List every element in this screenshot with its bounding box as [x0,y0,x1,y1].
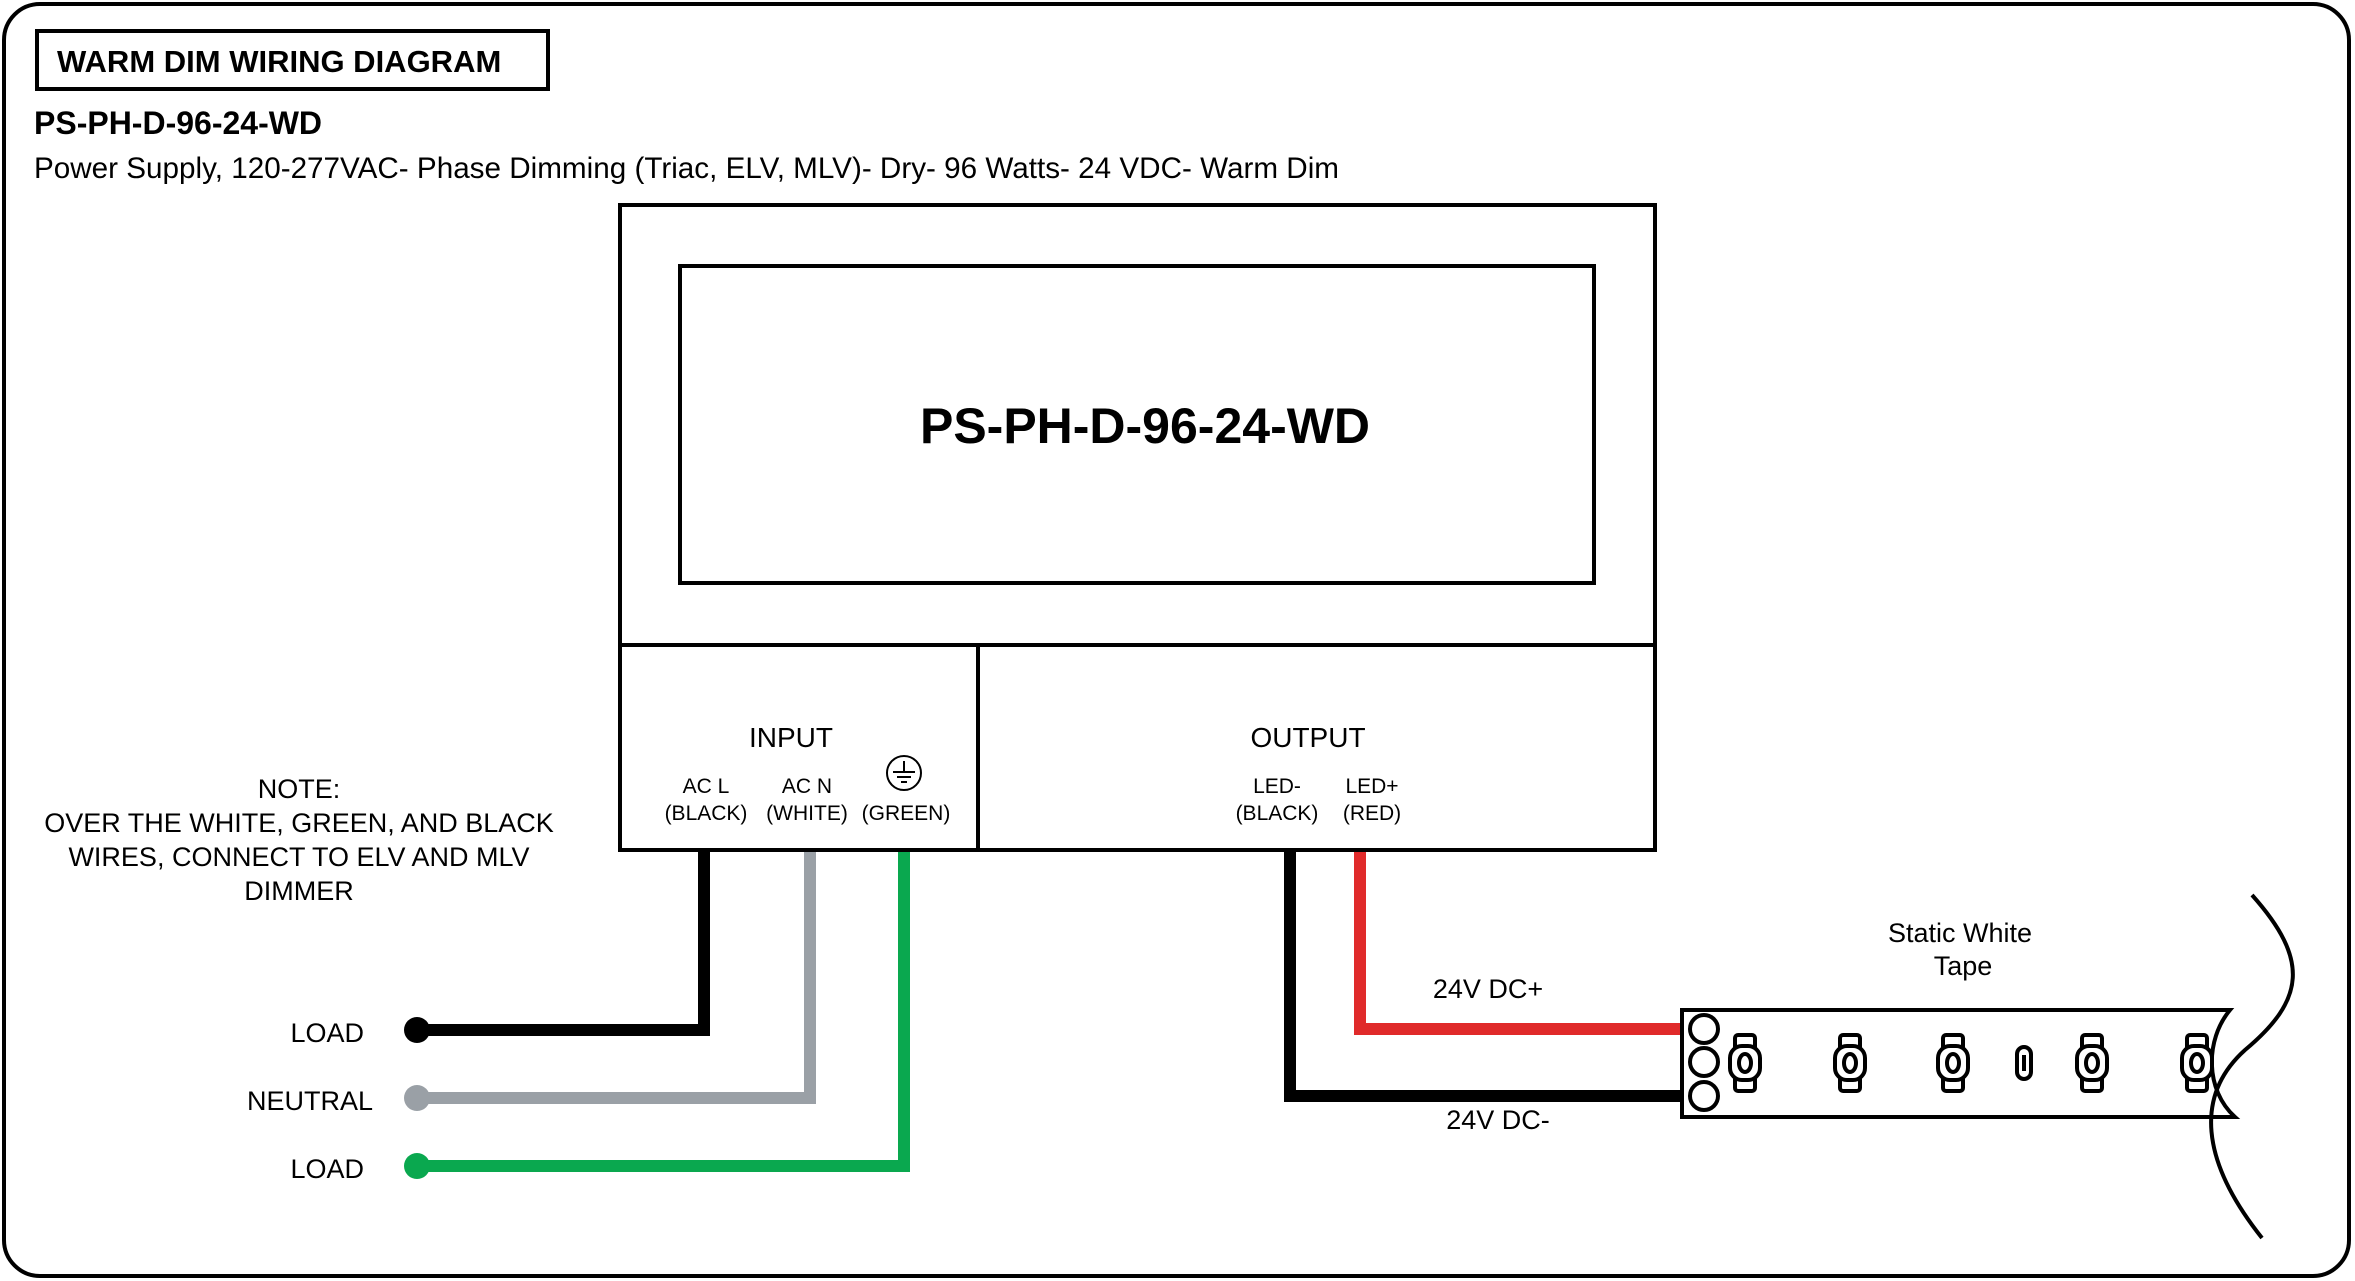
led-chip [2075,1033,2109,1093]
led-chips [1728,1033,2214,1093]
label-panel [678,264,1596,585]
note-line-4: DIMMER [244,876,354,906]
input-title: INPUT [749,722,833,753]
resistor [2015,1045,2033,1081]
note-line-2: OVER THE WHITE, GREEN, AND BLACK [44,808,554,838]
wire-end-load-black [404,1017,430,1043]
wire-label-load-2: LOAD [290,1154,364,1184]
wire-end-load-green [404,1153,430,1179]
led-chip [2180,1033,2214,1093]
connector-pad [1688,1080,1720,1112]
tape-cut-wave [2209,893,2295,1240]
wire-dc-positive [1354,852,1686,1035]
dc-negative-label: 24V DC- [1446,1105,1550,1135]
input-terminal-ground-color: (GREEN) [862,802,951,825]
led-chip [1936,1033,1970,1093]
output-title: OUTPUT [1250,722,1365,753]
title-badge: WARM DIM WIRING DIAGRAM [57,44,501,79]
product-description: Power Supply, 120-277VAC- Phase Dimming … [34,152,1339,185]
model-number: PS-PH-D-96-24-WD [34,105,322,141]
wire-label-neutral: NEUTRAL [247,1086,373,1116]
led-chip [1833,1033,1867,1093]
connector-pad [1688,1013,1720,1045]
wire-dc-negative [1284,852,1686,1102]
device-label: PS-PH-D-96-24-WD [920,398,1370,454]
connector-pad [1688,1046,1720,1078]
input-terminal-acl-color: (BLACK) [665,802,748,825]
output-terminal-ledneg-name: LED- [1253,775,1301,798]
wire-load-green [417,852,910,1172]
input-terminal-acn-color: (WHITE) [766,802,848,825]
wire-neutral-gray [417,852,816,1104]
wire-end-neutral-gray [404,1085,430,1111]
note: NOTE: OVER THE WHITE, GREEN, AND BLACK W… [44,774,554,906]
tape-connector-pads [1688,1013,1720,1112]
output-terminal-ledpos-color: (RED) [1343,802,1401,825]
input-terminal-acn-name: AC N [782,775,832,798]
ground-icon [886,755,922,791]
note-line-1: NOTE: [258,774,341,804]
dc-positive-label: 24V DC+ [1433,974,1543,1004]
input-terminal-acl-name: AC L [683,775,730,798]
tape-title-line-2: Tape [1934,951,1993,981]
output-terminal-ledpos-name: LED+ [1345,775,1398,798]
output-terminal-ledneg-color: (BLACK) [1236,802,1319,825]
wire-label-load-1: LOAD [290,1018,364,1048]
tape-title-line-1: Static White [1888,918,2032,948]
led-chip [1728,1033,1762,1093]
note-line-3: WIRES, CONNECT TO ELV AND MLV [68,842,529,872]
title-badge-box [35,29,550,91]
wire-load-black [417,852,710,1036]
